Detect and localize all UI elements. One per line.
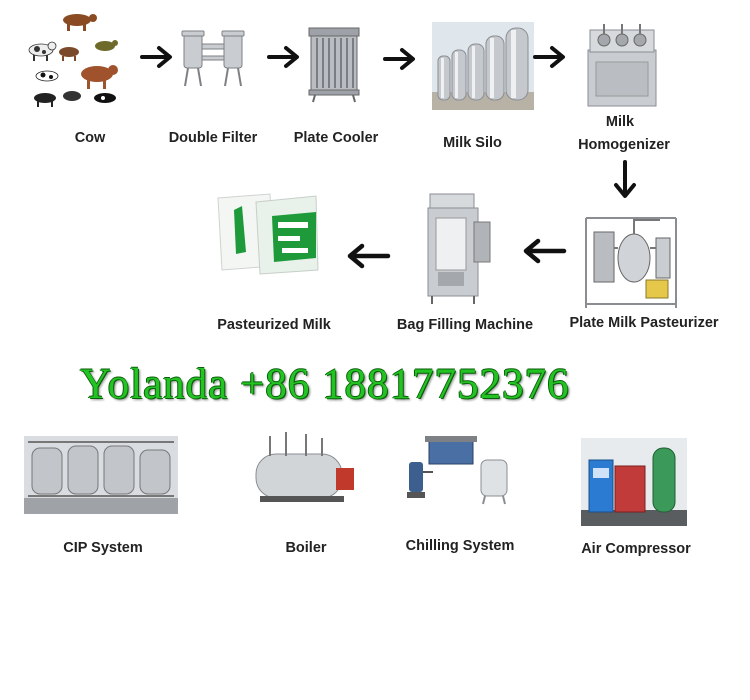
homogenizer-label-line1: Milk: [590, 112, 650, 132]
boiler-image: [250, 430, 362, 506]
homogenizer-label-line2: Homogenizer: [566, 135, 682, 155]
cow-icon: [63, 14, 97, 31]
cows-image: [25, 10, 125, 108]
plate-cooler-label: Plate Cooler: [282, 128, 390, 148]
homogenizer-image: [584, 22, 660, 108]
pasteurizer-image: [580, 208, 682, 312]
cow-label: Cow: [55, 128, 125, 148]
cow-icon: [81, 65, 118, 89]
arrow-right-icon: [267, 45, 301, 69]
cow-icon: [36, 71, 58, 81]
bag-filling-machine-image: [424, 188, 496, 306]
double-filter-image: [180, 28, 248, 90]
cow-icon: [34, 93, 56, 107]
double-filter-label: Double Filter: [158, 128, 268, 148]
boiler-label: Boiler: [270, 538, 342, 558]
arrow-down-icon: [612, 160, 638, 200]
air-compressor-label: Air Compressor: [566, 539, 706, 559]
milk-silo-image: [432, 22, 534, 110]
milk-silo-label: Milk Silo: [430, 133, 515, 153]
plate-milk-pasteurizer-label: Plate Milk Pasteurizer: [556, 313, 732, 333]
arrow-left-icon: [346, 243, 392, 269]
cow-icon: [29, 42, 56, 56]
cow-icon: [94, 93, 116, 103]
plate-cooler-image: [305, 24, 363, 104]
chilling-system-image: [403, 432, 515, 508]
bag-filling-machine-label: Bag Filling Machine: [383, 315, 547, 335]
air-compressor-image: [581, 438, 687, 526]
arrow-right-icon: [383, 47, 417, 71]
contact-phone-text: Yolanda +86 18817752376: [80, 357, 680, 413]
cow-icon: [95, 40, 118, 51]
cip-system-label: CIP System: [48, 538, 158, 558]
arrow-left-icon: [522, 238, 568, 264]
chilling-system-label: Chilling System: [394, 536, 526, 556]
cip-system-image: [24, 436, 178, 514]
cow-icon: [63, 91, 81, 101]
milk-bags-image: [212, 192, 322, 276]
cow-icon: [59, 47, 79, 61]
pasteurized-milk-label: Pasteurized Milk: [204, 315, 344, 335]
arrow-right-icon: [533, 45, 567, 69]
arrow-right-icon: [140, 45, 174, 69]
